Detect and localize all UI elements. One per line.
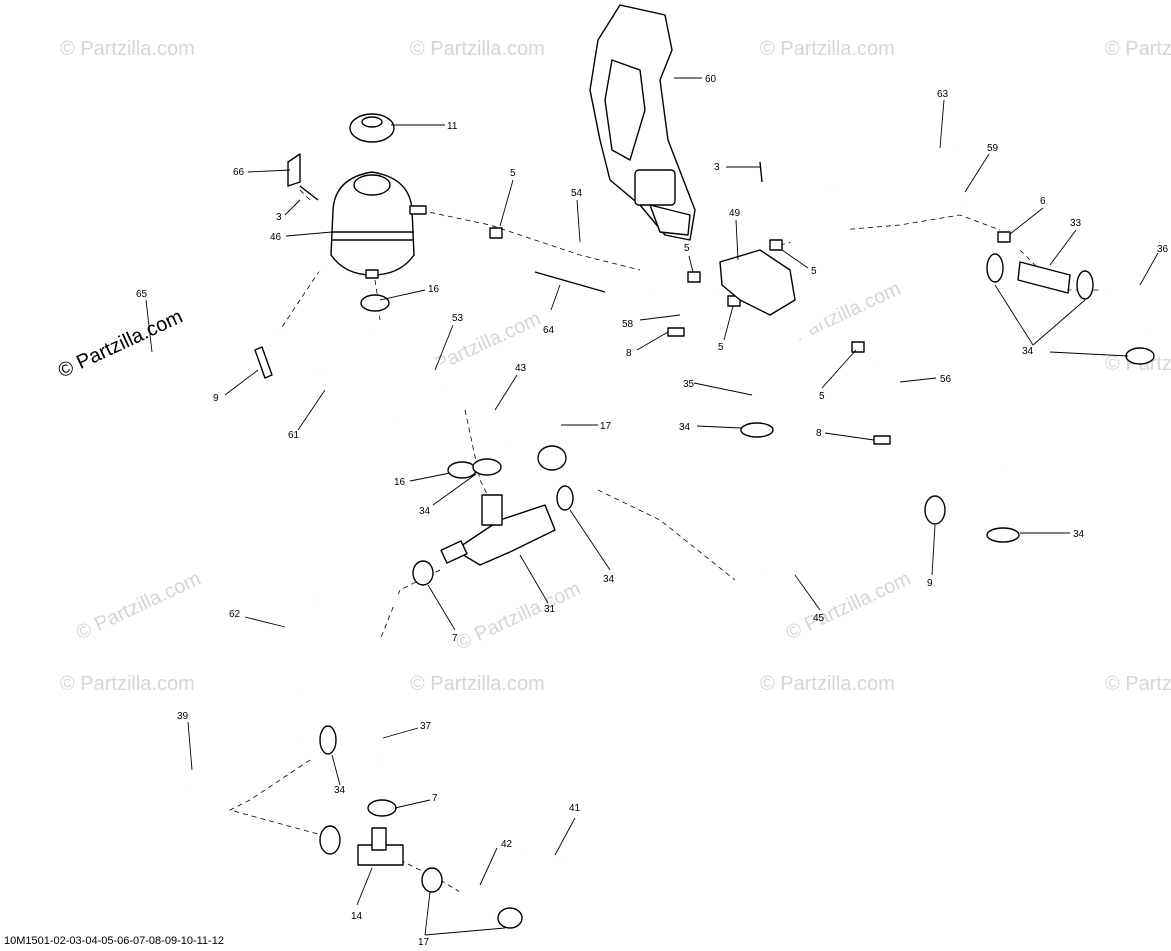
callout-9: 9 <box>213 393 219 404</box>
callout-3: 3 <box>276 212 282 223</box>
callout-5: 5 <box>811 266 817 277</box>
part-9-clip <box>254 346 273 379</box>
callout-45: 45 <box>813 613 825 624</box>
watermark: © Partzilla.com <box>1105 673 1171 695</box>
callout-61: 61 <box>288 430 300 441</box>
callout-8: 8 <box>626 348 632 359</box>
callout-41: 41 <box>569 803 581 814</box>
callout-60: 60 <box>705 74 717 85</box>
watermark: © Partzilla.com <box>453 578 584 655</box>
callout-42: 42 <box>501 839 513 850</box>
callout-54: 54 <box>571 188 583 199</box>
callout-7: 7 <box>432 793 438 804</box>
part-8-clamp <box>667 327 685 337</box>
part-33-fitting <box>1017 261 1071 294</box>
callout-64: 64 <box>543 325 555 336</box>
callout-63: 63 <box>937 89 949 100</box>
callout-5: 5 <box>684 243 690 254</box>
watermark: © Partzilla.com <box>783 568 914 645</box>
callout-34: 34 <box>1073 529 1085 540</box>
part-17-clamp <box>497 907 523 929</box>
callout-17: 17 <box>600 421 612 432</box>
callout-3: 3 <box>714 162 720 173</box>
callout-37: 37 <box>420 721 432 732</box>
callout-56: 56 <box>940 374 952 385</box>
part-14-tee <box>357 827 404 866</box>
assembly-lines <box>228 189 1100 911</box>
watermark: © Partzilla.com <box>1105 38 1171 60</box>
part-60-bracket <box>589 4 696 241</box>
callout-7: 7 <box>452 633 458 644</box>
part-3-screw <box>759 161 763 183</box>
leader-lines <box>145 77 1159 936</box>
watermark: © Partzilla.com <box>73 568 204 645</box>
callout-16: 16 <box>394 477 406 488</box>
callout-34: 34 <box>1022 346 1034 357</box>
part-46-expansion-tank <box>330 171 427 279</box>
callout-9: 9 <box>927 578 933 589</box>
callout-34: 34 <box>679 422 691 433</box>
callout-5: 5 <box>718 342 724 353</box>
callout-31: 31 <box>544 604 556 615</box>
part-16-clamp <box>447 461 477 479</box>
callout-46: 46 <box>270 232 282 243</box>
callout-66: 66 <box>233 167 245 178</box>
part-3-screw <box>299 185 319 201</box>
callout-8: 8 <box>816 428 822 439</box>
callout-33: 33 <box>1070 218 1082 229</box>
callout-34: 34 <box>419 506 431 517</box>
callout-5: 5 <box>510 168 516 179</box>
callout-14: 14 <box>351 911 363 922</box>
part-7-clamp <box>412 560 434 586</box>
callout-62: 62 <box>229 609 241 620</box>
part-17-clamp <box>537 445 567 471</box>
part-31-tee <box>440 494 556 566</box>
callout-17: 17 <box>418 937 430 948</box>
callout-16: 16 <box>428 284 440 295</box>
callout-39: 39 <box>177 711 189 722</box>
callout-59: 59 <box>987 143 999 154</box>
watermark: © Partzilla.com <box>410 673 545 695</box>
part-7-clamp <box>367 799 397 817</box>
watermark: © Partzilla.com <box>760 673 895 695</box>
part-16-clamp <box>360 294 390 312</box>
callout-6: 6 <box>1040 196 1046 207</box>
part-8-clamp <box>873 435 891 445</box>
watermark: © Partzilla.com <box>60 673 195 695</box>
watermark: © Partzilla.com <box>410 38 545 60</box>
part-49-housing <box>719 249 796 316</box>
callout-35: 35 <box>683 379 695 390</box>
part-66-label <box>287 153 301 187</box>
callout-11: 11 <box>447 121 458 132</box>
callout-49: 49 <box>729 208 741 219</box>
callout-34: 34 <box>334 785 346 796</box>
watermark-dark: © Partzilla.com <box>55 306 186 383</box>
callout-34: 34 <box>603 574 615 585</box>
watermark: © Partzilla.com <box>60 38 195 60</box>
callout-36: 36 <box>1157 244 1169 255</box>
diagram-reference: 10M1501-02-03-04-05-06-07-08-09-10-11-12 <box>4 935 224 947</box>
callout-43: 43 <box>515 363 527 374</box>
callout-65: 65 <box>136 289 148 300</box>
callouts: 11 66 3 46 5 54 65 16 53 9 61 64 60 3 49… <box>136 74 1169 948</box>
part-5-nuts <box>489 227 1011 353</box>
callout-53: 53 <box>452 313 464 324</box>
part-9-clamp <box>924 495 946 525</box>
part-17-clamp <box>421 867 443 893</box>
part-34-clamps <box>319 253 1155 855</box>
part-11-cap <box>349 113 395 143</box>
callout-58: 58 <box>622 319 634 330</box>
callout-5: 5 <box>819 391 825 402</box>
watermark: © Partzilla.com <box>760 38 895 60</box>
